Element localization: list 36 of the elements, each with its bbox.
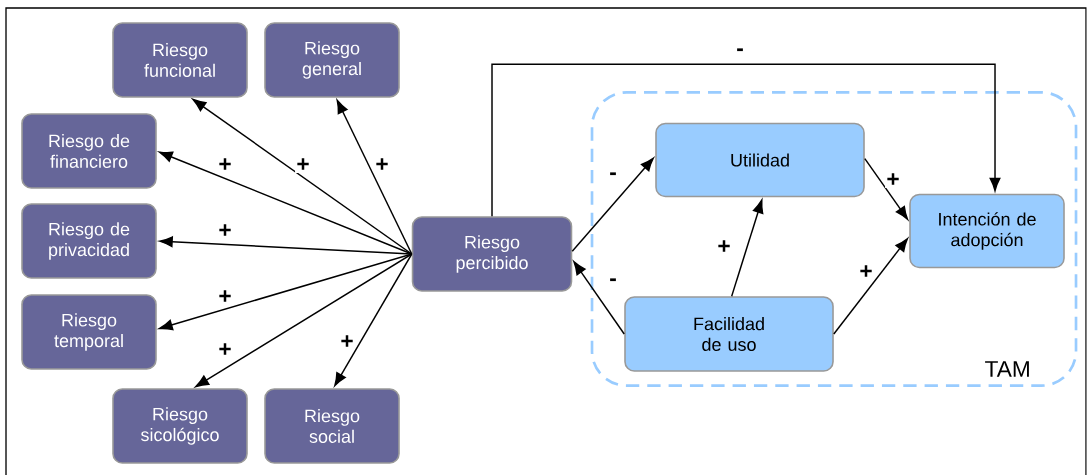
arrow [336,99,413,255]
edge-label: - [607,171,619,181]
rounded-box: Riesgo de financiero [21,113,157,189]
edge-label: + [217,289,233,305]
edge-label: + [217,223,233,239]
arrow [573,261,625,335]
edge-label: + [295,157,311,173]
arrow [833,238,909,335]
rounded-box: Riesgo funcional [112,22,248,98]
edge-label: + [858,264,874,280]
rounded-box: Riesgo social [264,388,400,464]
rounded-box: Facilidad de uso [624,296,834,372]
arrow [195,253,413,388]
arrow [864,157,909,220]
rounded-box: Utilidad [655,122,865,198]
edge-label: - [607,277,619,287]
rounded-box: Riesgo sicológico [112,388,248,464]
rounded-box: Intención de adopción [909,193,1065,269]
rounded-box: Riesgo general [264,22,400,98]
arrow [334,253,413,387]
rounded-box: Riesgo de privacidad [21,203,157,279]
arrow [159,236,413,255]
edge-label: + [217,342,233,358]
edge-label: - [734,47,746,57]
arrow [158,151,413,255]
edge-label: + [339,334,355,350]
rounded-box: Riesgo temporal [21,294,157,370]
edge-label: + [716,239,732,255]
edge-label: + [217,157,233,173]
arrow [571,157,654,253]
arrow [158,253,413,331]
edge-label: + [374,157,390,173]
arrow [491,63,1001,217]
edge-label: + [885,172,901,188]
rounded-box: Riesgo percibido [411,216,573,292]
arrow [730,199,764,297]
